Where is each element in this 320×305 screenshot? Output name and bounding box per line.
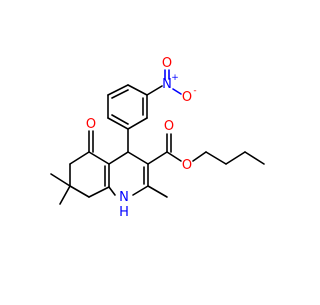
bond	[59, 185, 71, 205]
bond	[147, 151, 168, 165]
bonds	[50, 84, 265, 205]
ester-carbonyl-oxygen-label: O	[164, 119, 174, 134]
nitro-nitrogen-label: N	[162, 77, 172, 92]
bond	[225, 151, 246, 165]
bond	[166, 151, 182, 162]
bond	[127, 151, 149, 165]
bond	[205, 151, 227, 165]
ester-alkoxy-oxygen-label: O	[182, 158, 192, 173]
molecule-canvas: N + O O - O O O N H	[50, 56, 265, 220]
nitro-plus-charge: +	[171, 73, 179, 83]
bond	[127, 117, 148, 130]
bond	[108, 151, 129, 165]
bond	[108, 186, 116, 196]
ketone-oxygen-label: O	[86, 117, 96, 132]
bond	[107, 84, 129, 96]
bond	[69, 151, 90, 165]
bond	[111, 89, 129, 99]
bond	[192, 151, 207, 162]
bond	[111, 114, 129, 125]
structure-drawing: N + O O - O O O N H	[50, 56, 265, 220]
bond	[88, 151, 110, 165]
bond	[244, 151, 265, 165]
bond	[132, 185, 149, 196]
bond	[147, 185, 168, 198]
nitro-oxygen-top-label: O	[162, 56, 172, 71]
bond	[88, 186, 110, 198]
ring-hydrogen-label: H	[119, 205, 129, 220]
nitro-bonds	[164, 69, 182, 95]
bond	[50, 173, 71, 187]
bond	[107, 117, 129, 130]
bond	[127, 84, 148, 96]
nitro-minus-charge: -	[193, 86, 196, 96]
bond	[146, 85, 163, 96]
nitro-oxygen-right-label: O	[182, 90, 192, 105]
bond	[69, 185, 90, 198]
ring-nitrogen-label: N	[119, 190, 129, 205]
bond	[172, 88, 182, 95]
atom-labels: N + O O - O O O N H	[86, 56, 197, 220]
